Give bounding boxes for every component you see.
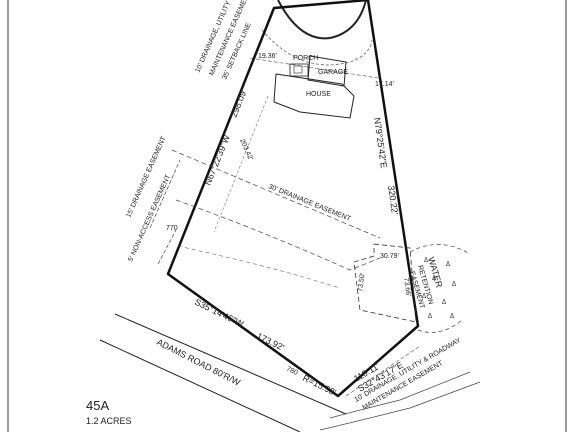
road-row-line-north	[114, 313, 347, 415]
house-outline	[273, 73, 355, 119]
setback-west-distance: 19.36'	[258, 53, 277, 60]
northwest-bearing: N67°22'39"W	[203, 133, 233, 187]
lot-area: 1.2 ACRES	[86, 416, 132, 426]
porch-label: PORCH	[293, 55, 318, 62]
retention-easement-outline	[353, 243, 417, 323]
porch-outline	[289, 63, 309, 77]
road-edge-line-1	[329, 371, 471, 419]
retention-top-distance: 30.79'	[380, 253, 399, 260]
top-easement-labels: 10' DRAINAGE, UTILITY & MAINTENANCE EASE…	[194, 0, 252, 81]
retention-left-distance: 73.50'	[357, 273, 367, 293]
drainage-easement-line-upper	[171, 149, 381, 239]
garage-outline	[307, 55, 347, 87]
road-row-line-south	[99, 339, 301, 432]
west-easement-line	[149, 159, 181, 229]
cul-de-sac-arc	[277, 0, 367, 40]
garage-label: GARAGE	[318, 69, 348, 76]
road-edge-line-2	[319, 381, 481, 431]
non-access-label: 5' NON-ACCESS EASEMENT	[127, 173, 172, 263]
south-bearing: S35°14'46"W	[193, 297, 246, 329]
interior-distance: 203.42'	[238, 138, 254, 162]
retention-right-distance: 73.66'	[402, 277, 412, 297]
southeast-easement-line	[345, 345, 421, 397]
west-non-access-line	[157, 229, 177, 265]
drainage-easement-line-lower	[175, 199, 381, 271]
svg-text:ᐃ: ᐃ	[432, 275, 437, 282]
south-distance: 173.92'	[255, 331, 286, 353]
house-footprint	[273, 55, 355, 119]
northeast-distance: 320.22'	[386, 185, 400, 216]
lot-boundary	[166, 0, 420, 398]
setback-arc	[261, 29, 373, 66]
drainage-vertex-label: 770	[166, 225, 178, 232]
svg-text:ᐃ: ᐃ	[428, 313, 433, 320]
road-name: ADAMS ROAD 80'R/W	[155, 337, 242, 388]
setback-line	[249, 57, 379, 79]
svg-text:ᐃ: ᐃ	[422, 293, 427, 300]
water-area-arc	[409, 244, 471, 255]
drainage-30-label: 30' DRAINAGE EASEMENT	[267, 183, 352, 223]
svg-text:ᐃ: ᐃ	[446, 261, 451, 268]
interior-dimension-line	[213, 95, 269, 233]
drainage-easement-line-south	[177, 245, 341, 289]
water-area-arc-lower	[417, 319, 463, 333]
drainage-15-label: 15' DRAINAGE EASEMENT	[125, 135, 168, 219]
svg-text:ᐃ: ᐃ	[450, 313, 455, 320]
svg-text:ᐃ: ᐃ	[424, 257, 429, 264]
northwest-distance: 298.09'	[229, 88, 249, 119]
porch-step	[293, 65, 303, 74]
south-tick-label: 780	[285, 366, 299, 377]
setback-east-distance: 17.14'	[375, 81, 394, 88]
house-label: HOUSE	[306, 91, 331, 98]
lot-number: 45A	[86, 398, 109, 413]
south-curve-radius: R=15.98'	[301, 373, 338, 398]
svg-text:ᐃ: ᐃ	[442, 299, 447, 306]
svg-text:ᐃ: ᐃ	[452, 281, 457, 288]
